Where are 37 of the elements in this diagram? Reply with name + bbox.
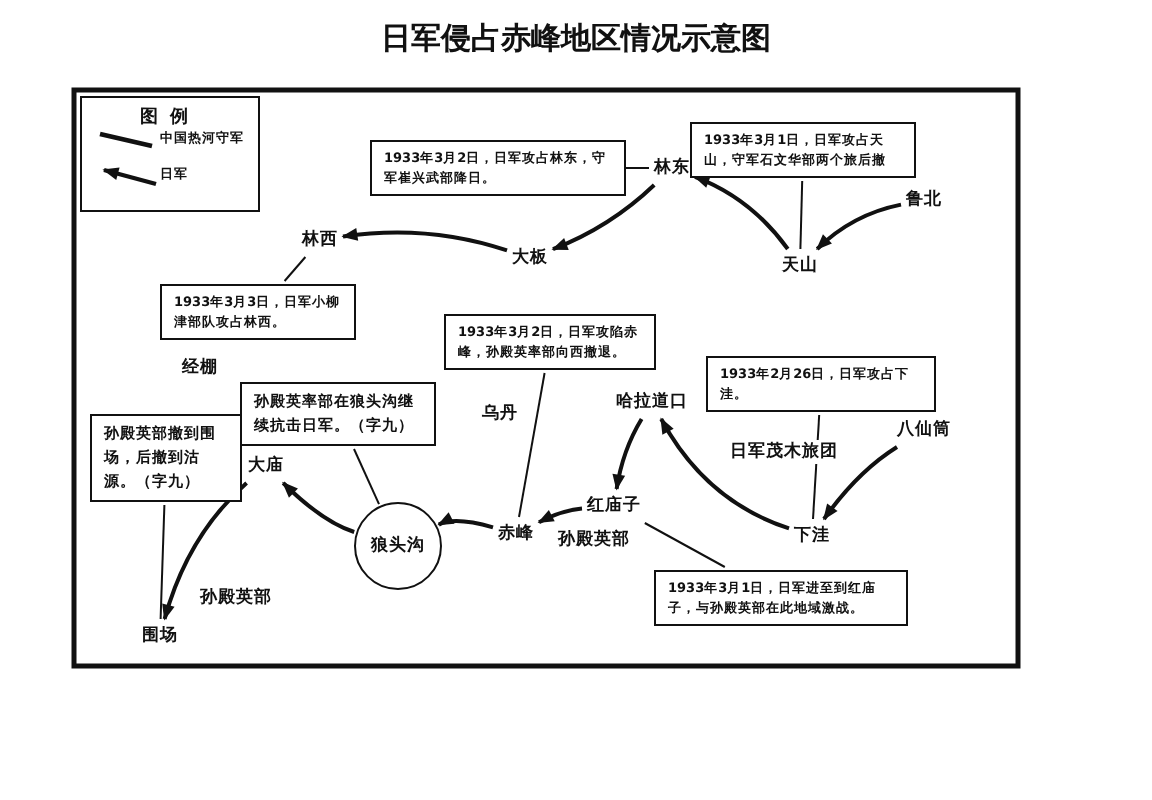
place-name: 乌丹 (480, 402, 520, 426)
title: 日军侵占赤峰地区情况示意图 (379, 20, 773, 58)
arrow (341, 228, 508, 253)
leader-line (283, 256, 307, 282)
place-name: 八仙筒 (895, 416, 953, 444)
place-name: 孙殿英部 (556, 528, 632, 552)
place-name: 林东 (652, 154, 692, 182)
place-name: 大庙 (246, 452, 286, 480)
place-name: 天山 (780, 252, 820, 280)
place-name: 哈拉道口 (614, 388, 690, 416)
place-name: 围场 (140, 622, 180, 650)
arrow (822, 445, 899, 521)
place-name: 红庙子 (585, 492, 643, 520)
place-name: 鲁北 (904, 186, 944, 214)
place-name: 林西 (300, 226, 340, 254)
place-name: 下洼 (792, 522, 832, 550)
place-name: 经棚 (180, 356, 220, 380)
legend-title: 图例 (138, 105, 202, 130)
leader-line (353, 448, 380, 506)
arrow (612, 418, 644, 491)
arrow (551, 183, 656, 252)
place-name: 日军茂木旅团 (728, 440, 840, 464)
arrow (693, 174, 790, 251)
leader-line (799, 180, 804, 250)
area-circle: 狼头沟 (354, 502, 442, 590)
arrow (162, 481, 248, 621)
place-name: 大板 (510, 244, 550, 272)
leader-line (518, 372, 546, 518)
arrow (659, 417, 790, 531)
arrow (437, 512, 494, 530)
arrow (281, 481, 355, 534)
leader-line (643, 522, 726, 568)
arrow (537, 506, 583, 524)
place-name: 孙殿英部 (198, 586, 274, 610)
place-name: 赤峰 (496, 520, 536, 548)
arrow (815, 202, 902, 251)
leader-line (159, 504, 166, 620)
